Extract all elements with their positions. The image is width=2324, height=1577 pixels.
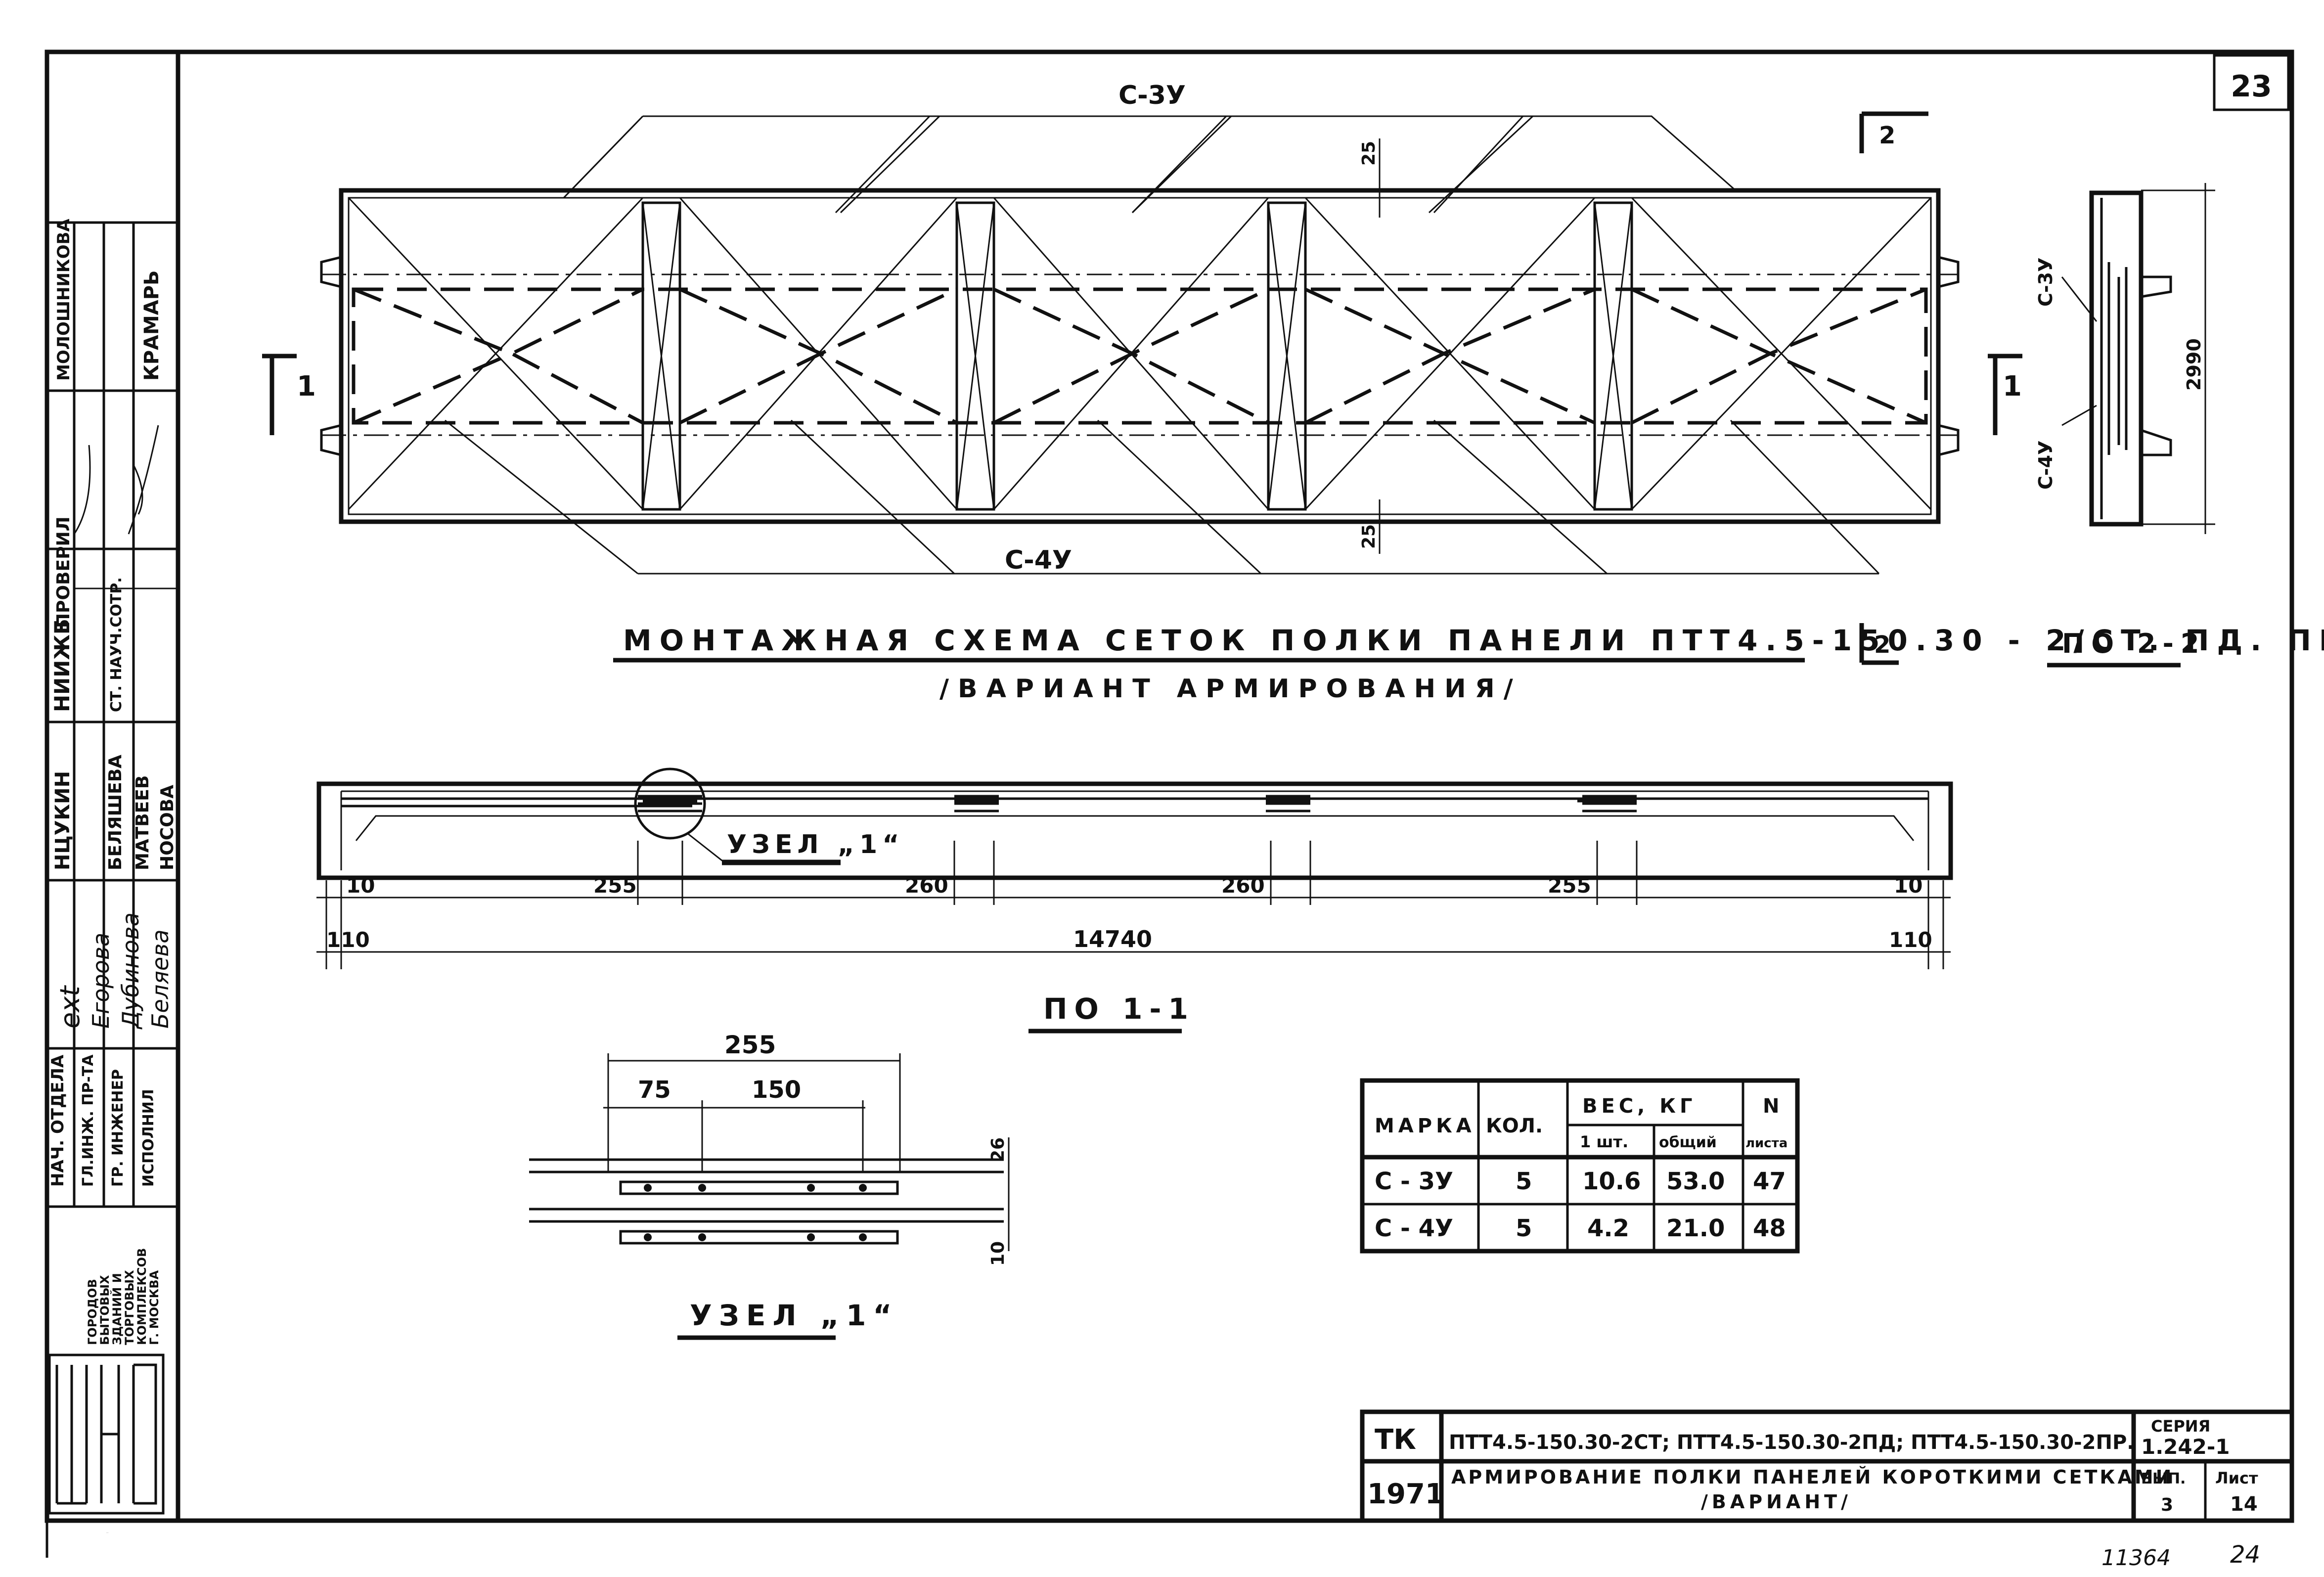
tb-list-value: 14 xyxy=(2230,1493,2258,1516)
section-1-1: УЗЕЛ „1“ 10 255 260 260 255 10 110 14740… xyxy=(316,767,1953,1034)
org-line-1: ГОРОДОВ xyxy=(86,1279,99,1345)
table-row2-qty: 5 xyxy=(1516,1215,1532,1242)
org-line-5: КОМПЛЕКСОВ xyxy=(135,1248,149,1345)
table-header-w1: 1 шт. xyxy=(1580,1132,1628,1151)
stamp-senior-researcher: СТ. НАУЧ.СОТР. xyxy=(108,577,125,712)
plan-cut2-bottom: 2 xyxy=(1874,631,1890,659)
stamp-role-2: ГЛ.ИНЖ. ПР-ТА xyxy=(80,1054,97,1187)
table-row1-sheet: 47 xyxy=(1753,1168,1786,1195)
table-row2-w1: 4.2 xyxy=(1587,1215,1629,1242)
section11-dim-2: 255 xyxy=(593,873,637,898)
stamp-role-3: ГР. ИНЖЕНЕР xyxy=(109,1069,127,1187)
plan-cut-left: 1 xyxy=(297,370,316,403)
section11-dim-3: 260 xyxy=(905,873,948,898)
table-header-wt: общий xyxy=(1659,1134,1717,1151)
stamp-check-name-1: БЕЛЯШЕВА xyxy=(105,755,126,870)
table-row1-mark: С - 3У xyxy=(1375,1168,1453,1195)
section11-dim-4: 260 xyxy=(1221,873,1265,898)
plan-cut-right: 1 xyxy=(2003,370,2022,403)
section11-dim-total-left: 110 xyxy=(326,928,370,952)
tb-line3: /ВАРИАНТ/ xyxy=(1701,1491,1852,1513)
org-logo-text: ЦНИИЭП xyxy=(106,1532,109,1533)
section11-dim-5: 255 xyxy=(1548,873,1591,898)
section-2-2: 2990 С-3У С-4У ПО 2-2 xyxy=(2035,183,2215,668)
plan-dim-top: 25 xyxy=(1359,141,1379,166)
stamp-niizhb: НИИЖБ xyxy=(50,619,74,712)
table-header-mark: МАРКА xyxy=(1375,1115,1475,1137)
plan-caption: МОНТАЖНАЯ СХЕМА СЕТОК ПОЛКИ ПАНЕЛИ ПТТ4.… xyxy=(623,624,2324,657)
table-row1-w1: 10.6 xyxy=(1582,1168,1641,1195)
section11-dim-6: 10 xyxy=(1894,873,1922,898)
node1-dim-right: 26 xyxy=(988,1137,1008,1162)
org-logo: ЦНИИЭП xyxy=(48,1353,165,1533)
section11-dim-1: 10 xyxy=(346,873,375,898)
section22-dim: 2990 xyxy=(2183,338,2205,391)
node1-dim-total: 255 xyxy=(724,1031,776,1059)
section22-title: ПО 2-2 xyxy=(2062,628,2206,659)
stamp-sign-3: Дубинова xyxy=(117,912,144,1030)
section11-dim-total-right: 110 xyxy=(1889,928,1932,952)
left-stamp: НАЧ. ОТДЕЛА ГЛ.ИНЖ. ПР-ТА ГР. ИНЖЕНЕР ИС… xyxy=(47,219,178,1533)
table-row2-sheet: 48 xyxy=(1753,1215,1786,1242)
stamp-role-1: НАЧ. ОТДЕЛА xyxy=(48,1054,68,1187)
sheet-number: 23 xyxy=(2231,69,2272,104)
org-line-3: ЗДАНИЙ И xyxy=(110,1273,124,1345)
section11-dim-total: 14740 xyxy=(1073,926,1152,952)
section11-title: ПО 1-1 xyxy=(1043,992,1195,1026)
plan-caption-2: /ВАРИАНТ АРМИРОВАНИЯ/ xyxy=(939,674,1522,704)
org-line-4: ТОРГОВЫХ xyxy=(123,1270,136,1345)
plan-view: С-3У С-4У 25 25 1 1 2 2 МОНТАЖНАЯ СХЕМА … xyxy=(262,81,2324,704)
plan-dim-bottom: 25 xyxy=(1359,524,1379,549)
tb-line2: АРМИРОВАНИЕ ПОЛКИ ПАНЕЛЕЙ КОРОТКИМИ СЕТК… xyxy=(1451,1466,2174,1488)
table-row2-mark: С - 4У xyxy=(1375,1215,1453,1242)
sheet-frame: 23 xyxy=(45,49,2294,1558)
tb-list-label: Лист xyxy=(2215,1469,2258,1487)
stamp-check-name-2: МАТВЕЕВ xyxy=(133,775,153,870)
archive-number: 11364 xyxy=(2101,1545,2171,1571)
stamp-top-name-1: МОЛОШНИКОВА xyxy=(54,219,74,381)
node1-dim-a: 75 xyxy=(638,1076,671,1104)
stamp-check-role: НЦУКИН xyxy=(51,771,74,870)
tb-vyp-label: ВЫП. xyxy=(2141,1470,2186,1487)
tb-series-value: 1.242-1 xyxy=(2141,1435,2230,1459)
table-header-sheet2: листа xyxy=(1745,1136,1788,1151)
plan-cut2-top: 2 xyxy=(1879,122,1895,149)
table-row2-wt: 21.0 xyxy=(1666,1215,1725,1242)
stamp-checked: ПРОВЕРИЛ xyxy=(53,516,74,628)
stamp-role-4: ИСПОЛНИЛ xyxy=(140,1089,157,1187)
node1-dim-b: 150 xyxy=(752,1076,801,1104)
stamp-sign-2: Егорова xyxy=(88,933,114,1029)
org-line-2: БЫТОВЫХ xyxy=(98,1275,112,1345)
stamp-signature-marks xyxy=(73,425,159,535)
table-header-qty: КОЛ. xyxy=(1486,1115,1543,1137)
tb-year: 1971 xyxy=(1367,1478,1444,1510)
title-block: ТК 1971 ПТТ4.5-150.30-2СТ; ПТТ4.5-150.30… xyxy=(1360,1409,2294,1523)
node-1-detail: 255 75 150 26 10 УЗЕЛ „1“ xyxy=(529,1031,1010,1340)
section22-top-label: С-3У xyxy=(2035,258,2056,307)
plan-top-mesh-label: С-3У xyxy=(1118,81,1186,110)
stamp-top-name-2: КРАМАРЬ xyxy=(140,270,163,381)
table-header-weight: ВЕС, КГ xyxy=(1582,1095,1696,1118)
org-line-6: Г. МОСКВА xyxy=(147,1270,161,1345)
table-row1-qty: 5 xyxy=(1516,1168,1532,1195)
tb-vyp-value: 3 xyxy=(2161,1495,2173,1515)
tb-line1: ПТТ4.5-150.30-2СТ; ПТТ4.5-150.30-2ПД; ПТ… xyxy=(1449,1431,2134,1454)
stamp-check-name-3: НОСОВА xyxy=(157,785,178,870)
section11-node-label: УЗЕЛ „1“ xyxy=(727,830,904,859)
bottom-page-number: 24 xyxy=(2230,1541,2260,1569)
tb-series-label: СЕРИЯ xyxy=(2151,1417,2210,1436)
tb-tk: ТК xyxy=(1375,1424,1416,1456)
section22-bottom-label: С-4У xyxy=(2035,441,2056,490)
spec-table: МАРКА КОЛ. ВЕС, КГ 1 шт. общий N листа С… xyxy=(1360,1078,1800,1254)
table-row1-wt: 53.0 xyxy=(1666,1168,1725,1195)
stamp-sign-1: ext xyxy=(54,985,86,1029)
node1-bars xyxy=(644,1184,867,1241)
node1-dim-bottom: 10 xyxy=(988,1241,1008,1266)
node1-title: УЗЕЛ „1“ xyxy=(690,1299,899,1332)
stamp-sign-4: Беляева xyxy=(147,929,174,1029)
table-header-sheet: N xyxy=(1763,1095,1779,1118)
plan-bottom-mesh-label: С-4У xyxy=(1005,545,1072,575)
